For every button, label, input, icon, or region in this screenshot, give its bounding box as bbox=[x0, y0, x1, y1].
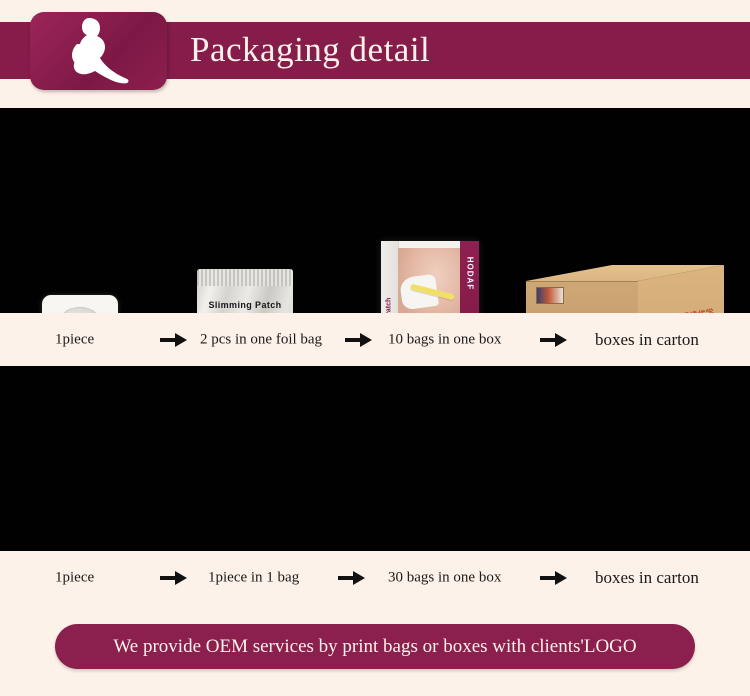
retail-box-brand: HODAF bbox=[465, 256, 475, 291]
caption-arrow-1a bbox=[160, 332, 190, 347]
caption-1-step-4: boxes in carton bbox=[595, 329, 699, 349]
caption-2-step-4: boxes in carton bbox=[595, 567, 699, 587]
caption-arrow-2b bbox=[338, 570, 368, 585]
page-header: Packaging detail bbox=[0, 0, 750, 108]
product-retail-box: Slimming Patch SAFE HEALTH SLIMMING WITH… bbox=[381, 241, 479, 313]
product-photo-strip-1: Slimming Patch Healthy, slim without die… bbox=[0, 108, 750, 313]
caption-2-step-2: 1piece in 1 bag bbox=[208, 569, 300, 585]
caption-1-step-1: 1piece bbox=[55, 331, 95, 347]
product-photo-strip-2: SLIM PATCH 30 PATCHES SLIM PATCH % NATUR… bbox=[0, 366, 750, 551]
oem-banner-text: We provide OEM services by print bags or… bbox=[113, 636, 637, 657]
product-single-patch bbox=[42, 295, 118, 313]
caption-1-step-2: 2 pcs in one foil bag bbox=[200, 331, 323, 347]
carton-shipping-label bbox=[536, 287, 564, 304]
caption-row-2: 1piece 1piece in 1 bag 30 bags in one bo… bbox=[0, 551, 750, 604]
retail-box-model-photo bbox=[397, 247, 461, 313]
caption-2-step-1: 1piece bbox=[55, 569, 95, 585]
retail-box-brand-band: HODAF All Natural Ingredients bbox=[460, 241, 479, 313]
foil-bag-title: Slimming Patch bbox=[208, 299, 282, 310]
woman-silhouette-icon bbox=[72, 18, 129, 84]
retail-box-spine-title: Slimming Patch bbox=[386, 297, 393, 313]
caption-row-1: 1piece 2 pcs in one foil bag 10 bags in … bbox=[0, 313, 750, 366]
retail-box-spine: Slimming Patch bbox=[381, 241, 399, 313]
page-footer: We provide OEM services by print bags or… bbox=[0, 604, 750, 696]
brand-logo-badge bbox=[30, 12, 167, 90]
caption-arrow-1b bbox=[345, 332, 375, 347]
caption-arrow-2a bbox=[160, 570, 190, 585]
product-carton-1: 后達优学 HODAF bbox=[526, 265, 724, 313]
page-title: Packaging detail bbox=[190, 30, 431, 69]
caption-1-step-3: 10 bags in one box bbox=[388, 331, 502, 347]
caption-arrow-2c bbox=[540, 570, 570, 585]
caption-arrow-1c bbox=[540, 332, 570, 347]
oem-banner: We provide OEM services by print bags or… bbox=[55, 624, 695, 669]
caption-2-step-3: 30 bags in one box bbox=[388, 569, 502, 585]
product-foil-bag: Slimming Patch Healthy, slim without die… bbox=[197, 269, 293, 313]
